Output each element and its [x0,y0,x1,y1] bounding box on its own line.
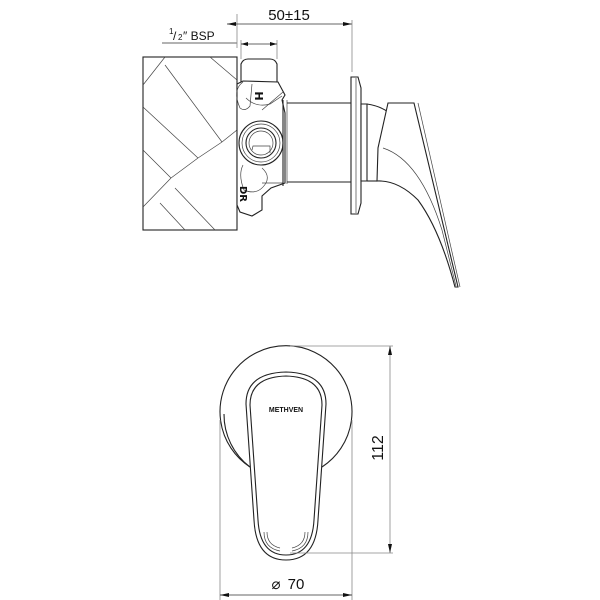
wall-section [142,56,238,231]
inlet-label-suffix: ″ BSP [183,29,215,43]
valve-body: H DR [236,58,288,217]
inlet-fraction-denominator: 2 [178,33,183,42]
dimension-height: 112 [290,345,393,554]
wall-plate-profile [350,76,368,215]
dimension-diameter: ⌀ 70 [219,420,353,600]
brand-logo: METHVEN [269,407,303,414]
dimension-inlet-bsp: 1 / 2 ″ BSP [162,14,278,59]
side-view: H DR [142,7,461,288]
diameter-symbol: ⌀ [271,576,280,593]
diameter-value: 70 [288,576,305,593]
lever-handle-front [245,371,327,561]
sleeve [287,102,351,183]
fraction-slash: / [173,29,177,43]
inlet-fraction-numerator: 1 [169,27,174,36]
depth-label: 50±15 [268,7,310,24]
front-view: METHVEN 112 ⌀ 70 [219,345,393,600]
height-label: 112 [370,435,387,461]
lever-handle-profile [366,102,461,288]
drain-mark: DR [237,186,248,202]
dimension-depth: 50±15 [227,7,353,72]
wall-plate-circle [219,345,353,468]
hot-mark: H [252,91,265,100]
